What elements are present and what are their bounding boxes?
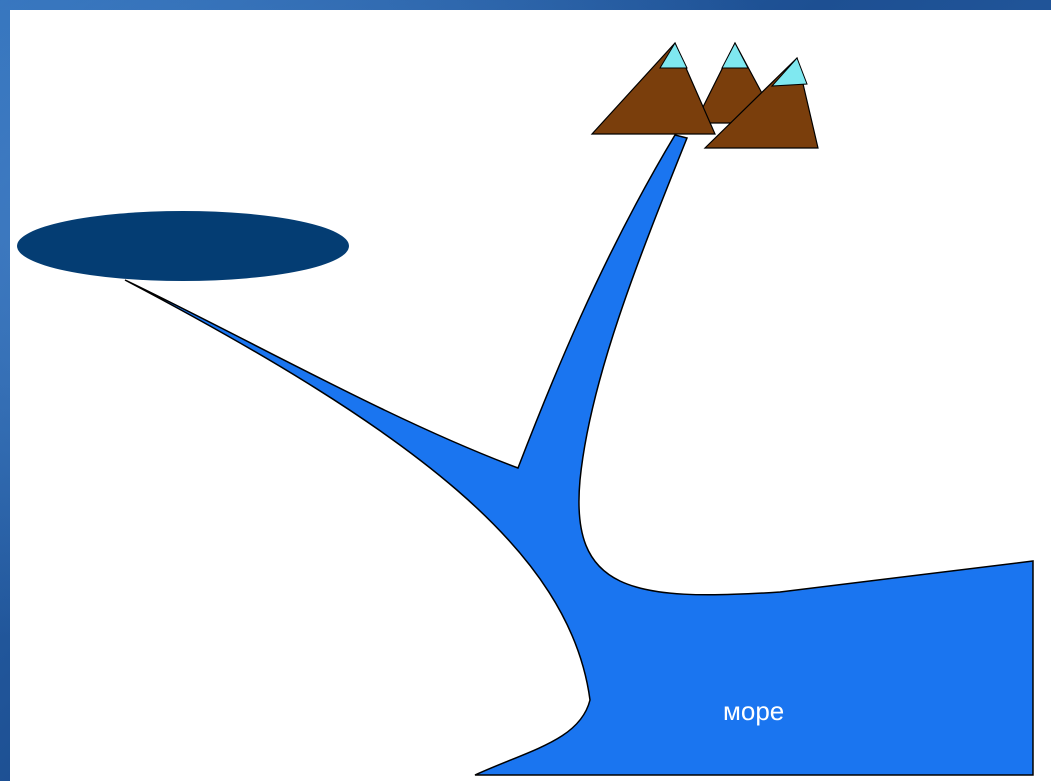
mountain-left-snowcap [659,41,688,69]
river-diagram [17,41,1034,776]
lake [17,211,349,281]
river-system [124,134,1034,776]
mountain-left [590,41,716,135]
mountains [590,41,819,149]
mountain-middle-snowcap [721,41,749,69]
diagram-canvas: море [10,10,1051,781]
sea-label: море [723,696,785,726]
mountain-right-snowcap [770,57,808,87]
